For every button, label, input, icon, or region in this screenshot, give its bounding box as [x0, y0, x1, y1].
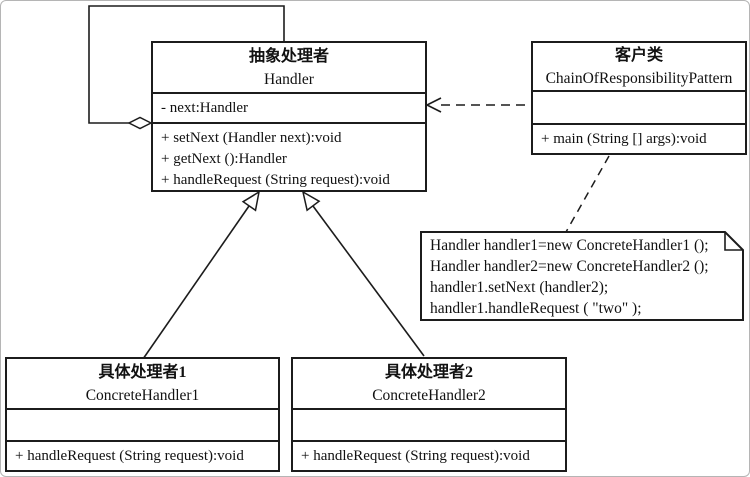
class-box-concretehandler1: 具体处理者1 ConcreteHandler1 + handleRequest … — [5, 357, 280, 472]
attributes-section-empty — [533, 90, 745, 123]
code-line: handler1.handleRequest ( "two" ); — [430, 300, 642, 317]
class-title-concretehandler1: 具体处理者1 ConcreteHandler1 — [7, 359, 278, 408]
methods-section: + main (String [] args):void — [533, 123, 745, 153]
attributes-section: - next:Handler — [153, 92, 425, 122]
generalization-triangle-icon-1 — [241, 190, 261, 212]
dependency-arrowhead-icon — [425, 97, 442, 113]
class-box-concretehandler2: 具体处理者2 ConcreteHandler2 + handleRequest … — [291, 357, 567, 472]
generalization-triangle-icon-2 — [301, 190, 321, 212]
self-association-line — [88, 5, 285, 124]
class-title-handler: 抽象处理者 Handler — [153, 43, 425, 92]
method-main: + main (String [] args):void — [541, 131, 707, 147]
code-line: handler1.setNext (handler2); — [430, 279, 609, 296]
aggregation-diamond-icon — [127, 116, 153, 130]
note-fold-icon — [724, 232, 743, 251]
attributes-section-empty — [7, 408, 278, 440]
uml-note-code: Handler handler1=new ConcreteHandler1 ()… — [421, 232, 743, 320]
generalization-line-2 — [312, 205, 425, 357]
class-name-cn: 抽象处理者 — [248, 48, 329, 65]
class-title-concretehandler2: 具体处理者2 ConcreteHandler2 — [293, 359, 565, 408]
code-line: Handler handler1=new ConcreteHandler1 ()… — [430, 237, 709, 254]
method-handlerequest: + handleRequest (String request):void — [161, 172, 390, 188]
generalization-line-1 — [142, 205, 250, 360]
class-name-en: ConcreteHandler1 — [85, 387, 200, 404]
attributes-section-empty — [293, 408, 565, 440]
methods-section: + setNext (Handler next):void + getNext … — [153, 122, 425, 194]
class-name-cn: 具体处理者2 — [384, 364, 473, 381]
methods-section: + handleRequest (String request):void — [293, 440, 565, 470]
methods-section: + handleRequest (String request):void — [7, 440, 278, 470]
code-line: Handler handler2=new ConcreteHandler2 ()… — [430, 258, 709, 275]
note-anchor-dashed-line — [565, 155, 610, 233]
note-shape — [420, 231, 744, 321]
method-handlerequest: + handleRequest (String request):void — [301, 448, 530, 464]
class-title-client: 客户类 ChainOfResponsibilityPattern — [533, 43, 745, 90]
class-name-cn: 客户类 — [614, 47, 663, 64]
method-setnext: + setNext (Handler next):void — [161, 130, 342, 146]
class-name-en: ChainOfResponsibilityPattern — [545, 70, 733, 87]
class-name-en: ConcreteHandler2 — [372, 387, 486, 404]
class-box-handler: 抽象处理者 Handler - next:Handler + setNext (… — [151, 41, 427, 192]
class-box-client: 客户类 ChainOfResponsibilityPattern + main … — [531, 41, 747, 155]
method-getnext: + getNext ():Handler — [161, 151, 287, 167]
class-name-cn: 具体处理者1 — [98, 364, 187, 381]
method-handlerequest: + handleRequest (String request):void — [15, 448, 244, 464]
attribute-next: - next:Handler — [161, 100, 249, 116]
class-name-en: Handler — [264, 71, 314, 88]
